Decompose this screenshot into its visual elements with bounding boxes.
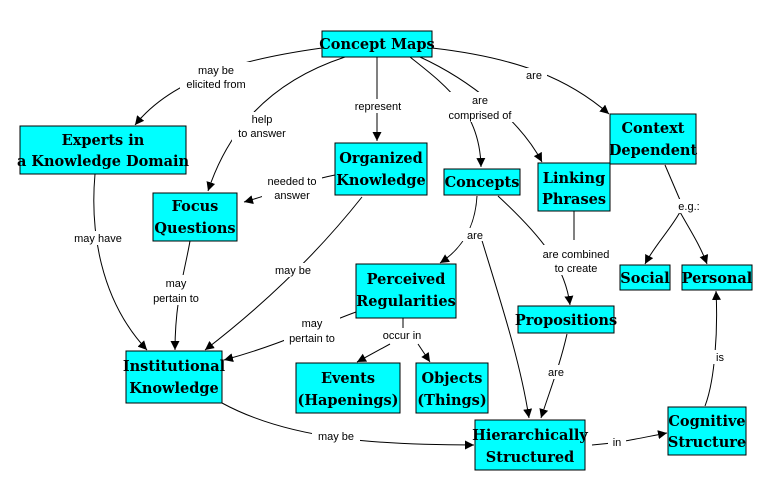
link-label: are (472, 95, 488, 107)
link-eg: e.g.: (674, 199, 704, 213)
node-label: Knowledge (336, 172, 426, 189)
link-label: pertain to (153, 293, 199, 305)
link-may-pertain-to-regularities: may pertain to (284, 315, 340, 345)
link-label: elicited from (186, 79, 245, 91)
link-are-concepts: are (462, 228, 488, 242)
node-label: (Hapenings) (297, 392, 398, 409)
node-label: (Things) (417, 392, 486, 409)
link-label: are (467, 230, 483, 242)
link-label: may be (198, 65, 234, 77)
link-are-propositions: are (543, 365, 569, 379)
node-label: Regularities (356, 293, 456, 310)
link-label: needed to (268, 176, 317, 188)
node-label: Structure (668, 434, 746, 451)
edge-concepts-to-hierarchical (479, 233, 533, 419)
node-events[interactable]: Events (Hapenings) (295, 362, 401, 414)
node-label: Personal (682, 270, 753, 287)
link-are-context: are (521, 68, 547, 82)
node-label: Organized (339, 150, 422, 167)
link-label: may be (318, 431, 354, 443)
node-context-dependent[interactable]: Context Dependent (609, 113, 698, 165)
node-label: Context (621, 120, 684, 137)
link-may-be-organized: may be (270, 263, 316, 277)
node-label: Objects (422, 370, 483, 387)
link-label: are combined (543, 249, 610, 261)
link-may-have: may have (67, 231, 129, 245)
node-organized-knowledge[interactable]: Organized Knowledge (334, 142, 428, 196)
link-label: may have (74, 233, 122, 245)
node-label: Questions (154, 220, 235, 237)
link-label: are (526, 70, 542, 82)
node-label: Social (620, 270, 670, 287)
link-label: answer (274, 190, 310, 202)
node-label: Propositions (515, 312, 617, 329)
link-label: help (252, 114, 273, 126)
node-label: Institutional (123, 358, 226, 375)
link-label: may be (275, 265, 311, 277)
node-experts[interactable]: Experts in a Knowledge Domain (17, 125, 190, 175)
link-are-comprised-of: are comprised of (442, 92, 518, 122)
node-label: Structured (486, 449, 574, 466)
node-label: a Knowledge Domain (17, 153, 190, 170)
node-propositions[interactable]: Propositions (515, 305, 617, 334)
link-label: to answer (238, 128, 286, 140)
link-label: in (613, 437, 622, 449)
edge-context-down (664, 164, 681, 201)
link-occur-in: occur in (373, 328, 431, 342)
link-label: are (548, 367, 564, 379)
link-label: occur in (383, 330, 422, 342)
link-is: is (712, 350, 728, 364)
node-label: Concept Maps (319, 36, 434, 53)
link-label: to create (555, 263, 598, 275)
link-label: comprised of (449, 110, 513, 122)
node-hierarchically-structured[interactable]: Hierarchically Structured (472, 419, 588, 471)
link-label: represent (355, 101, 401, 113)
node-cognitive-structure[interactable]: Cognitive Structure (667, 406, 747, 456)
edge-context-to-personal (679, 211, 709, 265)
node-label: Dependent (609, 142, 698, 159)
node-personal[interactable]: Personal (681, 264, 753, 291)
node-linking-phrases[interactable]: Linking Phrases (537, 162, 611, 212)
link-are-combined-to-create: are combined to create (535, 245, 617, 275)
node-label: Knowledge (129, 380, 219, 397)
node-label: Concepts (445, 174, 520, 191)
link-needed-to-answer: needed to answer (262, 174, 322, 204)
link-label: may (166, 278, 187, 290)
link-may-pertain-to-focus: may pertain to (148, 275, 204, 305)
node-concepts[interactable]: Concepts (443, 168, 521, 196)
link-label: may (302, 318, 323, 330)
node-label: Focus (172, 198, 219, 215)
edge-hierarchical-to-cognitive (591, 430, 668, 446)
node-label: Hierarchically (472, 427, 588, 444)
link-label: e.g.: (678, 201, 699, 213)
node-institutional-knowledge[interactable]: Institutional Knowledge (123, 350, 226, 404)
edge-regularities-to-objects (417, 343, 431, 363)
node-concept-maps[interactable]: Concept Maps (319, 30, 435, 58)
node-label: Perceived (367, 271, 446, 288)
node-perceived-regularities[interactable]: Perceived Regularities (355, 263, 457, 319)
link-label: is (716, 352, 724, 364)
node-focus-questions[interactable]: Focus Questions (152, 192, 238, 242)
link-help-to-answer: help to answer (232, 112, 290, 142)
node-objects[interactable]: Objects (Things) (415, 362, 489, 414)
node-label: Experts in (62, 132, 145, 149)
node-label: Events (321, 370, 375, 387)
link-may-be-institutional: may be (312, 429, 360, 443)
edge-context-to-social (644, 211, 681, 265)
node-label: Linking (543, 170, 605, 187)
node-label: Phrases (542, 191, 606, 208)
link-may-be-elicited-from: may be elicited from (180, 62, 254, 92)
edge-experts-to-institutional (93, 173, 148, 351)
link-in: in (608, 435, 626, 449)
link-represent: represent (350, 99, 406, 113)
node-social[interactable]: Social (619, 264, 671, 291)
node-label: Cognitive (668, 413, 745, 430)
link-label: pertain to (289, 333, 335, 345)
edge-cognitive-to-personal (704, 290, 721, 407)
